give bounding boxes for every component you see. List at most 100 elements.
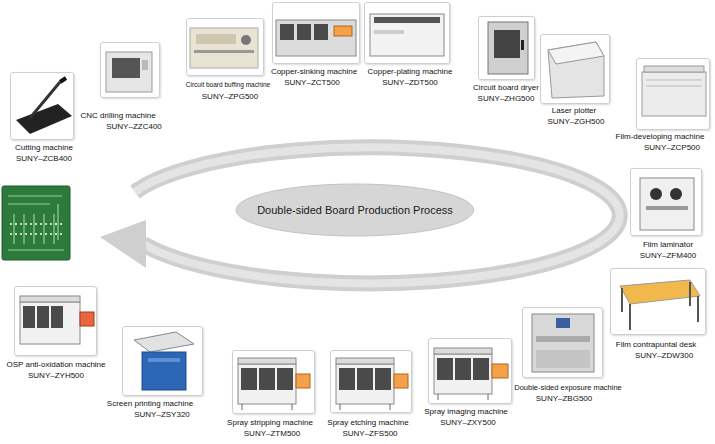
model-number: SUNY–ZFM400 — [640, 252, 696, 260]
spray-machine-picture — [357, 368, 373, 390]
model-number: SUNY–ZTM500 — [244, 430, 300, 438]
spray-machine-picture — [394, 374, 408, 388]
spray-machine-picture — [375, 368, 391, 390]
pcb-board — [10, 224, 64, 234]
model-number: SUNY–ZFS500 — [342, 430, 397, 438]
machine-name: CNC drilling machine — [80, 112, 155, 120]
spray-machine-picture — [340, 404, 390, 410]
process-cycle-arrow — [135, 147, 620, 283]
osp-machine-picture — [51, 306, 63, 328]
film-developing-picture — [644, 66, 704, 72]
cutting-machine-picture — [16, 104, 72, 134]
model-number: SUNY–ZXY500 — [440, 419, 496, 427]
screen-printer-picture — [134, 332, 194, 352]
spray-machine-picture — [455, 358, 471, 380]
film-developing-picture — [646, 80, 702, 86]
film-developing-picture — [642, 72, 706, 116]
machine-card: Film contrapuntal deskSUNY–ZDW300 — [610, 268, 706, 335]
osp-machine-picture — [23, 306, 35, 328]
machine-name: Spray stripping machine — [227, 419, 313, 427]
model-number: SUNY–ZBG500 — [536, 395, 592, 403]
model-number: SUNY–ZHG500 — [478, 95, 535, 103]
model-number: SUNY–ZDW300 — [635, 352, 693, 360]
machine-name: Laser plotter — [552, 107, 596, 115]
spray-machine-picture — [492, 364, 508, 378]
machine-card: Laser plotterSUNY–ZGH500 — [540, 34, 610, 104]
pcb-board — [2, 186, 70, 260]
contrapuntal-desk-picture — [620, 280, 700, 304]
laser-plotter-picture — [548, 42, 604, 98]
machine-card: Screen printing machineSUNY–ZSY320 — [122, 326, 203, 396]
cnc-drilling-picture — [106, 52, 152, 92]
machine-name: Spray imaging machine — [424, 408, 508, 416]
dryer-picture — [488, 22, 528, 74]
cutting-machine-picture — [30, 82, 60, 118]
cutting-machine-picture — [16, 78, 72, 134]
machine-card: Spray etching machineSUNY–ZFS500 — [330, 350, 412, 413]
machine-name: Cutting machine — [15, 144, 73, 152]
pcb-board — [8, 196, 64, 250]
laminator-picture — [640, 178, 694, 230]
contrapuntal-desk-picture — [620, 280, 700, 330]
buffing-machine-picture — [190, 28, 258, 68]
machine-card: Copper-sinking machineSUNY–ZCT500 — [272, 2, 360, 64]
dryer-picture — [521, 40, 524, 50]
screen-printer-picture — [134, 332, 194, 390]
copper-sinking-picture — [280, 24, 294, 40]
spray-machine-picture — [437, 358, 453, 380]
spray-machine-picture — [238, 358, 310, 410]
model-number: SUNY–ZZC400 — [106, 123, 162, 131]
machine-name: Copper-plating machine — [368, 68, 453, 76]
spray-machine-picture — [259, 368, 275, 390]
spray-machine-picture — [434, 348, 492, 354]
exposure-machine-picture — [536, 336, 590, 342]
process-cycle-arrow — [100, 220, 146, 268]
copper-plating-picture — [374, 17, 440, 23]
machine-name: Circuit board buffing machine — [186, 82, 270, 89]
machine-card: Circuit board dryerSUNY–ZHG500 — [478, 16, 535, 80]
spray-machine-picture — [434, 354, 492, 394]
machine-card: Film-developing machineSUNY–ZCP500 — [636, 58, 710, 130]
machine-card: CNC drilling machineSUNY–ZZC400 — [100, 42, 160, 98]
ellipse-shape — [236, 184, 474, 236]
machine-card: Copper-plating machineSUNY–ZDT500 — [364, 2, 450, 64]
machine-name: Circuit board dryer — [473, 84, 539, 92]
machine-card: OSP anti-oxidation machineSUNY–ZYH500 — [14, 286, 97, 356]
process-ellipse: Double-sided Board Production Process — [235, 183, 475, 237]
cnc-drilling-picture — [106, 52, 152, 92]
copper-sinking-picture — [297, 24, 311, 40]
spray-machine-picture — [336, 358, 408, 410]
machine-name: Screen printing machine — [107, 400, 193, 408]
spray-machine-picture — [434, 348, 508, 400]
copper-sinking-picture — [314, 24, 328, 40]
cnc-drilling-picture — [112, 58, 140, 78]
exposure-machine-picture — [532, 314, 594, 372]
laminator-picture — [646, 206, 688, 210]
machine-card: Cutting machineSUNY–ZCB400 — [10, 72, 74, 140]
machine-card: Circuit board buffing machineSUNY–ZPG500 — [186, 18, 264, 76]
osp-machine-picture — [20, 296, 94, 344]
process-cycle-arrow — [100, 147, 620, 283]
model-number: SUNY–ZCB400 — [16, 155, 72, 163]
spray-machine-picture — [336, 358, 394, 364]
spray-machine-picture — [238, 358, 296, 364]
machine-card: Double-sided exposure machineSUNY–ZBG500 — [522, 307, 603, 378]
model-number: SUNY–ZGH500 — [548, 118, 605, 126]
machine-card: Film laminatorSUNY–ZFM400 — [630, 168, 702, 236]
exposure-machine-picture — [536, 350, 590, 368]
osp-machine-picture — [37, 306, 49, 328]
machine-name: Copper-sinking machine — [271, 68, 357, 76]
dryer-picture — [488, 22, 528, 74]
spray-machine-picture — [438, 394, 488, 400]
model-number: SUNY–ZCT500 — [284, 79, 340, 87]
buffing-machine-picture — [194, 50, 254, 53]
osp-machine-picture — [20, 296, 80, 302]
model-number: SUNY–ZCP500 — [644, 144, 700, 152]
exposure-machine-picture — [556, 318, 570, 328]
model-number: SUNY–ZDT500 — [382, 79, 438, 87]
model-number: SUNY–ZSY320 — [134, 411, 190, 419]
screen-printer-picture — [148, 358, 180, 362]
machine-name: Spray etching machine — [327, 419, 408, 427]
machine-name: Double-sided exposure machine — [514, 384, 622, 392]
